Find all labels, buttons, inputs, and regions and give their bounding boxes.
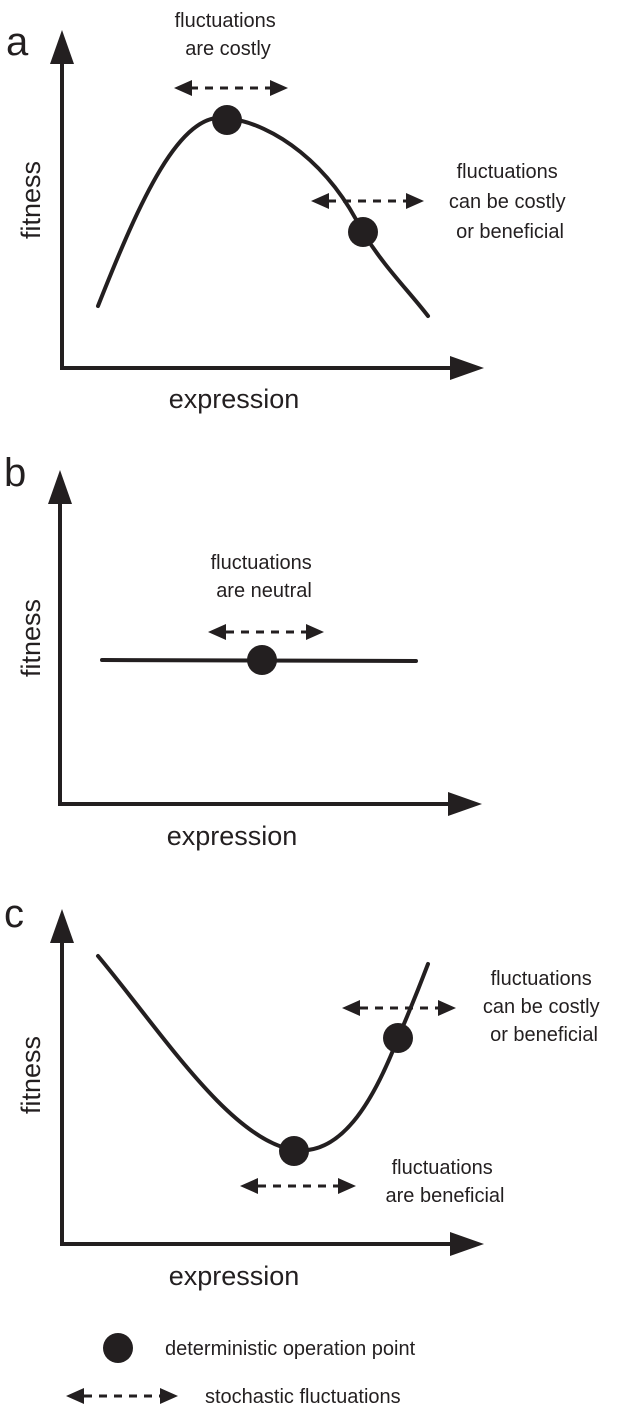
panel-a-y-label: fitness (16, 161, 46, 239)
annotation-line: or beneficial (456, 221, 564, 243)
panel-b-y-label: fitness (16, 599, 46, 677)
panel-c-annotation-bottom: fluctuations are beneficial (386, 1157, 505, 1207)
panel-a-operation-point-peak (212, 105, 242, 135)
panel-c-operation-point-slope (383, 1023, 413, 1053)
panel-c-operation-point-minimum (279, 1136, 309, 1166)
legend-operation-point-label: deterministic operation point (165, 1338, 416, 1360)
annotation-line: or beneficial (490, 1024, 598, 1046)
panel-c-y-axis-arrowhead (50, 909, 74, 943)
panel-c-letter: c (4, 892, 24, 936)
panel-c-annotation-right: fluctuations can be costly or beneficial (483, 968, 605, 1046)
panel-c-fluctuation-arrow-bottom (240, 1178, 356, 1194)
annotation-line: can be costly (483, 996, 600, 1018)
panel-b-operation-point (247, 645, 277, 675)
panel-b-letter: b (4, 451, 26, 495)
panel-c: c fitness expression fluctuations can be… (4, 892, 605, 1291)
annotation-line: fluctuations (211, 552, 312, 574)
panel-a-fitness-curve (96, 115, 430, 318)
panel-a-operation-point-slope (348, 217, 378, 247)
panel-c-fluctuation-arrow-right (342, 1000, 456, 1016)
panel-b-fluctuation-arrow (208, 624, 324, 640)
annotation-line: fluctuations (175, 10, 276, 32)
annotation-line: fluctuations (491, 968, 592, 990)
panel-b-x-axis-arrowhead (448, 792, 482, 816)
panel-b: b fitness expression fluctuations are ne… (4, 451, 482, 851)
panel-a-x-axis-arrowhead (450, 356, 484, 380)
panel-a-letter: a (6, 20, 29, 64)
legend-fluctuation-arrow-icon (66, 1388, 178, 1404)
panel-a-x-label: expression (169, 384, 300, 414)
annotation-line: can be costly (449, 191, 566, 213)
annotation-line: fluctuations (457, 161, 558, 183)
panel-b-x-label: expression (167, 821, 298, 851)
panel-b-y-axis-arrowhead (48, 470, 72, 504)
panel-a: a fitness expression fluctuations are co… (6, 10, 571, 414)
panel-c-fitness-curve (96, 954, 430, 1153)
panel-c-x-label: expression (169, 1261, 300, 1291)
legend-fluctuation-label: stochastic fluctuations (205, 1386, 401, 1408)
legend: deterministic operation point stochastic… (66, 1333, 416, 1408)
panel-c-x-axis-arrowhead (450, 1232, 484, 1256)
panel-a-y-axis-arrowhead (50, 30, 74, 64)
panel-a-annotation-right: fluctuations can be costly or beneficial (449, 161, 571, 243)
annotation-line: are costly (185, 38, 271, 60)
legend-operation-point-icon (103, 1333, 133, 1363)
panel-a-fluctuation-arrow-right (311, 193, 424, 209)
panel-a-annotation-top: fluctuations are costly (175, 10, 282, 60)
annotation-line: are neutral (216, 580, 312, 602)
panel-b-annotation: fluctuations are neutral (211, 552, 318, 602)
annotation-line: are beneficial (386, 1185, 505, 1207)
panel-a-fluctuation-arrow-top (174, 80, 288, 96)
panel-c-y-label: fitness (16, 1036, 46, 1114)
annotation-line: fluctuations (392, 1157, 493, 1179)
